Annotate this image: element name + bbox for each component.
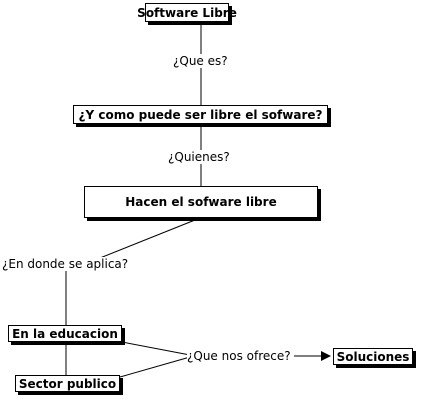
label-que-ofrece: ¿Que nos ofrece? [187, 349, 291, 363]
edge-educacion-to-que-ofrece [121, 341, 191, 356]
edge-sector-to-que-ofrece [119, 356, 191, 378]
node-sector-publico[interactable]: Sector publico [15, 375, 120, 392]
node-soluciones[interactable]: Soluciones [333, 348, 413, 365]
node-software-libre[interactable]: Software Libre [137, 3, 237, 22]
label-quienes: ¿Quienes? [168, 150, 230, 164]
label-en-donde: ¿En donde se aplica? [2, 257, 129, 271]
node-hacen[interactable]: Hacen el sofware libre [84, 186, 318, 218]
label-que-es: ¿Que es? [173, 54, 228, 68]
edge-hacen-to-en-donde [99, 217, 201, 259]
node-educacion[interactable]: En la educacion [8, 325, 122, 342]
node-como-libre[interactable]: ¿Y como puede ser libre el sofware? [73, 105, 328, 124]
